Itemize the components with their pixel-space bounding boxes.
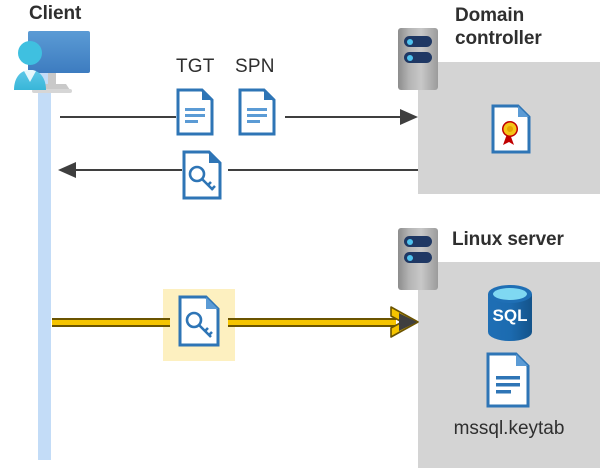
spn-label: SPN (235, 56, 275, 77)
client-computer-user-icon (8, 28, 94, 102)
arrow-response-segment-left (72, 169, 182, 171)
domain-controller-title: Domain controller (455, 5, 542, 49)
arrow-request-segment-left (60, 116, 176, 118)
arrow-ticket-head (390, 306, 420, 343)
spn-document-icon (238, 88, 276, 136)
certificate-document-icon (491, 104, 531, 154)
keytab-document-icon (486, 352, 530, 408)
domain-controller-server-rack-icon (398, 28, 438, 90)
keytab-filename-label: mssql.keytab (453, 418, 565, 439)
arrow-request-head (400, 109, 420, 130)
server-bar (404, 52, 432, 63)
sql-text: SQL (493, 306, 528, 325)
client-lifeline (38, 70, 51, 460)
arrow-ticket-segment-left (52, 318, 170, 327)
sql-database-icon: SQL (482, 283, 538, 348)
arrow-request-segment-right (285, 116, 403, 118)
server-bar (404, 36, 432, 47)
arrow-response-segment-right (228, 169, 418, 171)
tgt-document-icon (176, 88, 214, 136)
server-bar (404, 252, 432, 263)
arrow-response-head (56, 162, 76, 183)
tgt-label: TGT (176, 56, 215, 77)
client-title: Client (29, 3, 82, 24)
linux-server-title: Linux server (452, 229, 564, 250)
arrow-ticket-segment-right (228, 318, 396, 327)
key-document-icon-service-ticket (178, 295, 220, 347)
linux-server-rack-icon (398, 228, 438, 290)
server-bar (404, 236, 432, 247)
key-document-icon-ticket (182, 150, 222, 200)
